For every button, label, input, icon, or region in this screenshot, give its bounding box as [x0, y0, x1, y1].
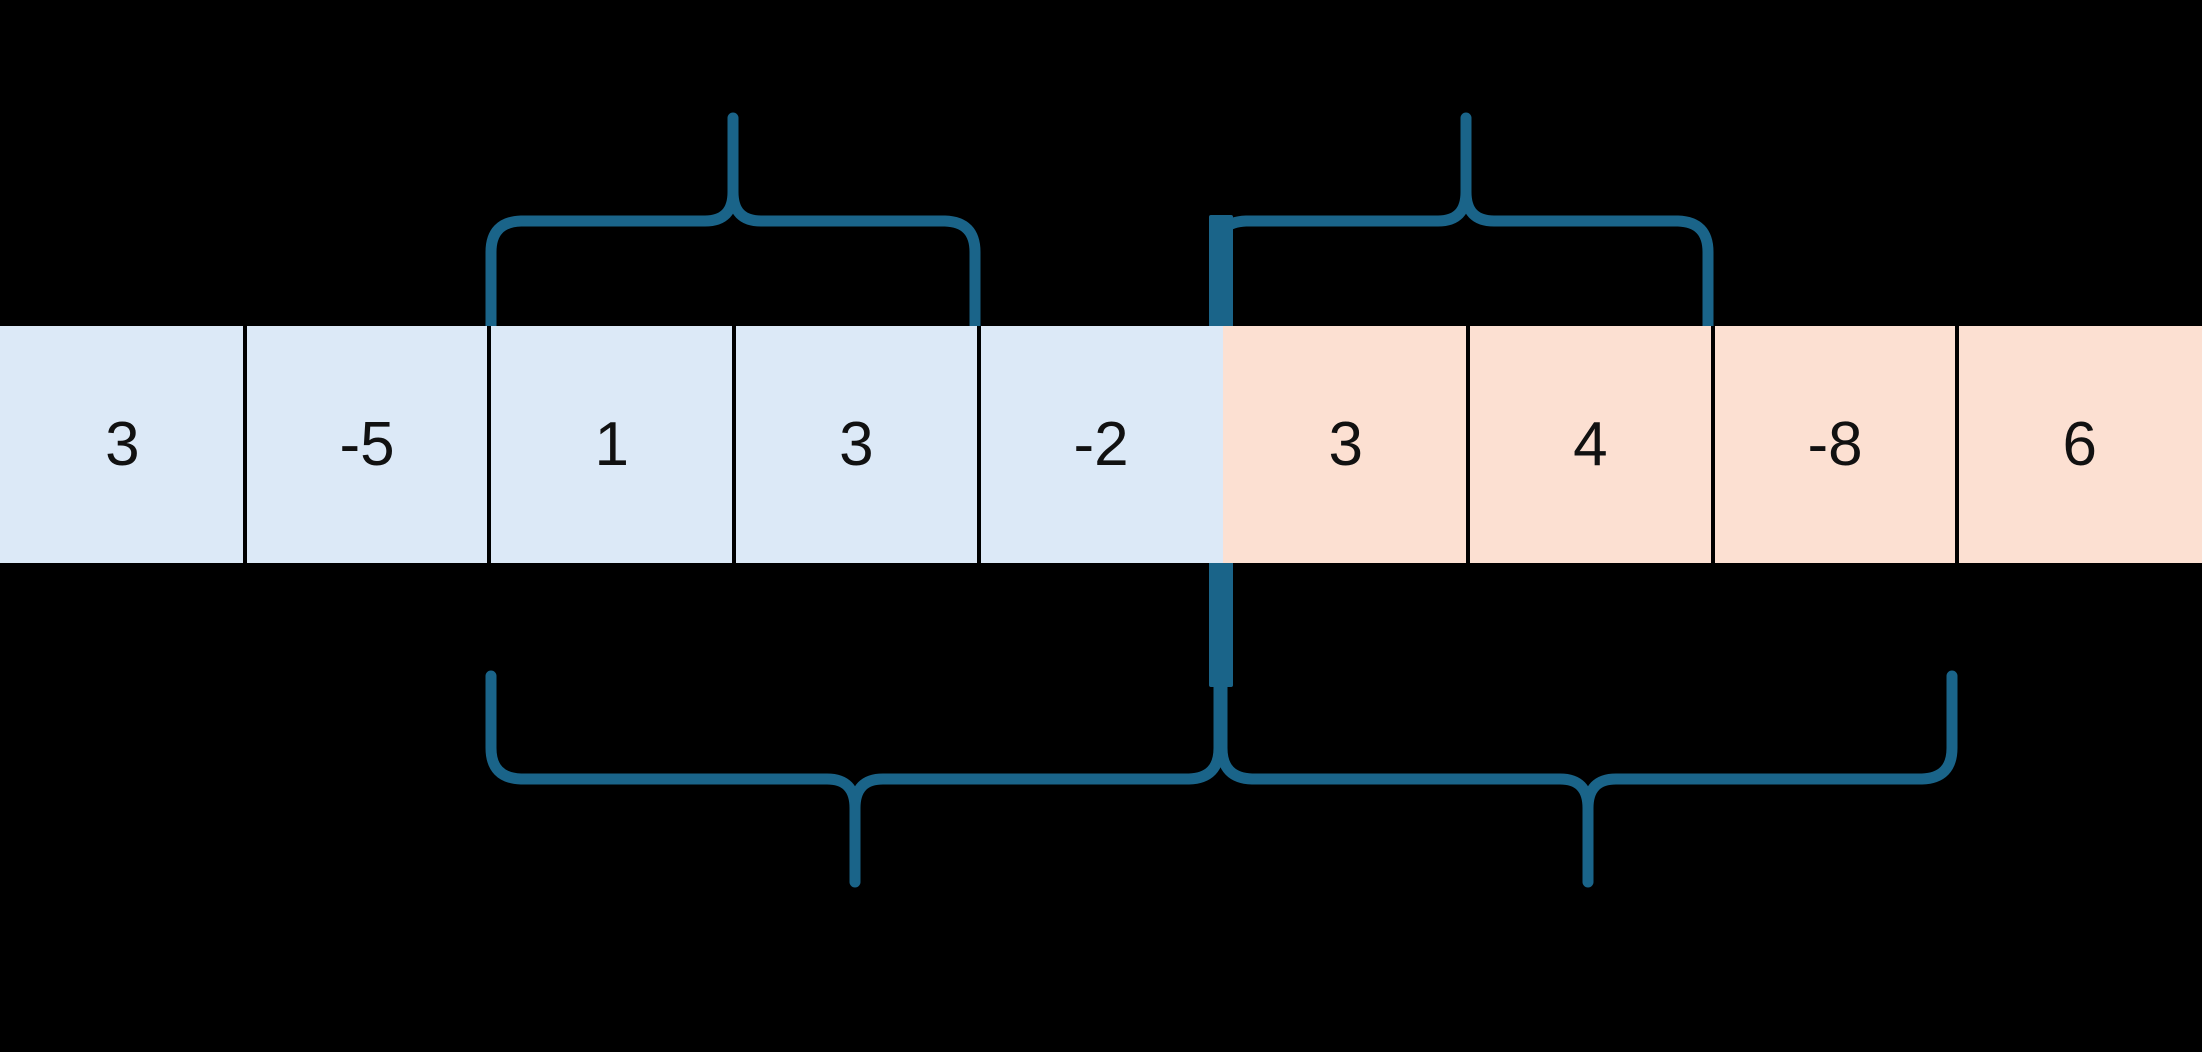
cell-separator [732, 326, 737, 563]
array-cell-value: 1 [594, 409, 629, 479]
array-cell-7[interactable]: -8 [1710, 326, 1958, 563]
array-cell-value: 4 [1573, 409, 1608, 479]
cell-separator [1466, 326, 1471, 563]
array-cell-4[interactable]: -2 [976, 326, 1224, 563]
array-cell-8[interactable]: 6 [1955, 326, 2202, 563]
array-cell-value: 3 [839, 409, 874, 479]
cell-separator [976, 326, 981, 563]
array-cell-value: -2 [1073, 409, 1129, 479]
cell-separator [487, 326, 492, 563]
array-cell-0[interactable]: 3 [0, 326, 245, 563]
top-right-brace [1210, 112, 1714, 332]
top-left-brace [485, 112, 981, 332]
cell-separator [242, 326, 247, 563]
bottom-right-brace [1216, 670, 1958, 888]
array-cell-value: -8 [1807, 409, 1863, 479]
array-cell-2[interactable]: 1 [487, 326, 735, 563]
array-cell-5[interactable]: 3 [1223, 326, 1469, 563]
array-cell-value: 3 [105, 409, 140, 479]
array-cell-6[interactable]: 4 [1466, 326, 1713, 563]
array-cell-value: -5 [339, 409, 395, 479]
array-cell-3[interactable]: 3 [732, 326, 979, 563]
array-cell-1[interactable]: -5 [242, 326, 490, 563]
cell-separator [1955, 326, 1960, 563]
array-cell-value: 3 [1328, 409, 1363, 479]
cell-separator [1710, 326, 1715, 563]
array-cell-value: 6 [2062, 409, 2097, 479]
bottom-left-brace [485, 670, 1225, 888]
array-row: 3 -5 1 3 -2 3 4 -8 [0, 326, 2202, 563]
